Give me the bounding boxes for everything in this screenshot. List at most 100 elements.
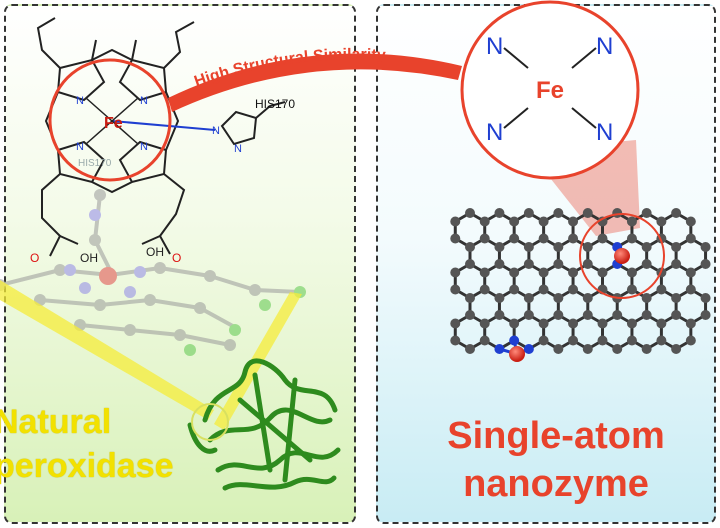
carbon-atom — [641, 310, 652, 320]
zoom-circle — [460, 0, 640, 180]
carbon-atom — [479, 318, 490, 329]
carbon-atom — [685, 233, 696, 244]
carbon-atom — [582, 344, 593, 354]
carbon-atom — [450, 284, 461, 295]
carbon-atom — [582, 310, 593, 320]
carbon-atom — [641, 344, 652, 354]
carbon-atom — [568, 318, 579, 329]
carbon-atom — [509, 318, 520, 329]
heme-highlight-circle — [48, 58, 172, 182]
carbon-atom — [553, 242, 564, 252]
carbon-atom — [597, 318, 608, 329]
carbon-atom — [450, 216, 461, 227]
lattice-highlight-circle — [579, 213, 665, 299]
carbon-atom — [523, 259, 534, 269]
carbon-atom — [671, 344, 682, 354]
carbon-atom — [685, 267, 696, 278]
protein-active-site-marker — [191, 403, 229, 441]
carbon-atom — [494, 310, 505, 320]
zoom-n-label-4: N — [596, 119, 613, 146]
carbon-atom — [685, 318, 696, 329]
carbon-atom — [626, 335, 637, 346]
carbon-atom — [509, 284, 520, 295]
zoom-n-label-1: N — [486, 33, 503, 60]
carbon-atom — [450, 318, 461, 329]
his170-label: HIS170 — [255, 97, 295, 111]
carbon-atom — [612, 208, 623, 218]
carbon-atom — [479, 335, 490, 346]
heme-structure — [36, 17, 195, 257]
heme-n-label-3: N — [76, 141, 84, 153]
carbon-atom — [626, 318, 637, 329]
carbon-atom — [700, 293, 711, 303]
carbon-atom — [685, 216, 696, 227]
carbon-atom — [450, 335, 461, 346]
zoom-iron-label: Fe — [536, 77, 564, 104]
acid-oxygen-left: O — [30, 251, 39, 265]
carbon-atom — [553, 293, 564, 303]
histidine-n-label-2: N — [234, 143, 242, 155]
carbon-atom — [465, 310, 475, 320]
carbon-atom — [626, 216, 637, 227]
nanozyme-label-line1: Single-atom — [447, 415, 665, 457]
carbon-atom — [641, 259, 652, 269]
carbon-atom — [450, 233, 461, 244]
carbon-atom — [553, 310, 564, 320]
carbon-atom — [479, 284, 490, 295]
carbon-atom — [700, 242, 711, 252]
iron-atom — [614, 248, 630, 264]
carbon-atom — [641, 293, 652, 303]
carbon-atom — [568, 335, 579, 346]
carbon-atom — [671, 310, 682, 320]
carbon-atom — [700, 310, 711, 320]
carbon-atom — [509, 267, 520, 278]
heme-iron-label: Fe — [104, 115, 123, 132]
highlight-beam — [0, 280, 214, 420]
carbon-atom — [582, 242, 593, 252]
natural-peroxidase-label: Natural peroxidase — [0, 400, 174, 488]
carbon-atom — [479, 267, 490, 278]
acid-oh-right: OH — [146, 245, 164, 259]
natural-label-line2: peroxidase — [0, 447, 174, 485]
carbon-atom — [538, 233, 549, 244]
carbon-atom — [538, 318, 549, 329]
carbon-atom — [523, 242, 534, 252]
nanozyme-label-line2: nanozyme — [463, 463, 649, 505]
carbon-atom — [465, 344, 475, 354]
carbon-atom — [538, 335, 549, 346]
carbon-atom — [582, 259, 593, 269]
carbon-atom — [656, 216, 667, 227]
natural-label-line1: Natural — [0, 403, 112, 441]
carbon-atom — [685, 335, 696, 346]
carbon-atom — [494, 259, 505, 269]
carbon-atom — [671, 293, 682, 303]
heme-n-label-1: N — [76, 95, 84, 107]
carbon-atom — [523, 208, 534, 218]
carbon-atom — [612, 310, 623, 320]
carbon-atom — [626, 233, 637, 244]
carbon-atom — [671, 259, 682, 269]
carbon-atom — [538, 267, 549, 278]
carbon-atom — [509, 216, 520, 227]
carbon-atom — [685, 284, 696, 295]
his170-faded-label: HIS170 — [78, 158, 112, 169]
carbon-atom — [523, 310, 534, 320]
carbon-atom — [568, 284, 579, 295]
similarity-arc: High Structural Similarity — [168, 46, 462, 112]
carbon-atom — [450, 267, 461, 278]
zoom-n-label-2: N — [596, 33, 613, 60]
carbon-atom — [553, 208, 564, 218]
carbon-atom — [582, 293, 593, 303]
carbon-atom — [626, 267, 637, 278]
carbon-atom — [626, 284, 637, 295]
carbon-atom — [597, 267, 608, 278]
carbon-atom — [538, 284, 549, 295]
carbon-atom — [656, 284, 667, 295]
carbon-atom — [568, 267, 579, 278]
iron-atom — [509, 346, 525, 362]
carbon-atom — [465, 259, 475, 269]
carbon-atom — [597, 233, 608, 244]
carbon-atom — [538, 216, 549, 227]
carbon-atom — [582, 208, 593, 218]
